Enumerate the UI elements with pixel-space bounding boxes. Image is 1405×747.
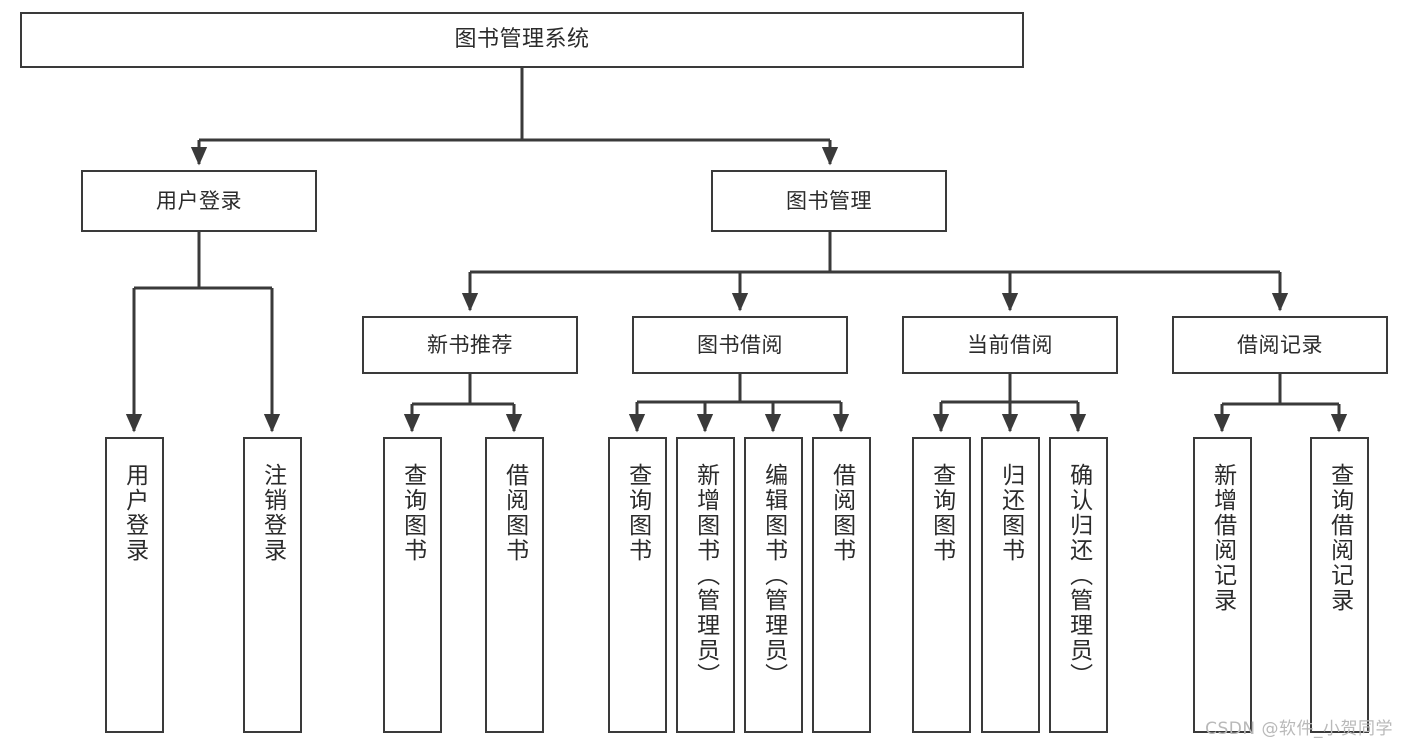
node-label: 用户登录 xyxy=(156,188,242,213)
node-label: 归还图书 xyxy=(997,463,1024,563)
node-label: 当前借阅 xyxy=(967,332,1053,357)
leaf-record-query-borrow-record[interactable]: 查询借阅记录 xyxy=(1310,437,1369,733)
leaf-borrow-edit-book-admin[interactable]: 编辑图书（管理员） xyxy=(744,437,803,733)
node-label: 查询图书 xyxy=(624,463,651,563)
node-label: 新增图书（管理员） xyxy=(692,463,719,688)
leaf-borrow-add-book-admin[interactable]: 新增图书（管理员） xyxy=(676,437,735,733)
leaf-current-query-books[interactable]: 查询图书 xyxy=(912,437,971,733)
node-label: 新书推荐 xyxy=(427,332,513,357)
node-root-system[interactable]: 图书管理系统 xyxy=(20,12,1024,68)
node-label: 图书管理 xyxy=(786,188,872,213)
node-label: 查询借阅记录 xyxy=(1326,463,1353,613)
node-label: 确认归还（管理员） xyxy=(1065,463,1092,688)
leaf-borrow-borrow-books[interactable]: 借阅图书 xyxy=(812,437,871,733)
node-label: 注销登录 xyxy=(259,463,286,563)
node-book-management[interactable]: 图书管理 xyxy=(711,170,947,232)
leaf-current-return-books[interactable]: 归还图书 xyxy=(981,437,1040,733)
leaf-user-login-login[interactable]: 用户登录 xyxy=(105,437,164,733)
node-user-login[interactable]: 用户登录 xyxy=(81,170,317,232)
node-label: 编辑图书（管理员） xyxy=(760,463,787,688)
node-label: 新增借阅记录 xyxy=(1209,463,1236,613)
node-label: 图书管理系统 xyxy=(454,27,590,53)
node-current-borrowing[interactable]: 当前借阅 xyxy=(902,316,1118,374)
node-label: 借阅记录 xyxy=(1237,332,1323,357)
node-label: 查询图书 xyxy=(399,463,426,563)
csdn-watermark: CSDN @软件_小贺同学 xyxy=(1205,719,1393,739)
node-book-borrowing[interactable]: 图书借阅 xyxy=(632,316,848,374)
leaf-user-login-logout[interactable]: 注销登录 xyxy=(243,437,302,733)
node-label: 用户登录 xyxy=(121,463,148,563)
leaf-new-book-borrow-books[interactable]: 借阅图书 xyxy=(485,437,544,733)
node-label: 查询图书 xyxy=(928,463,955,563)
node-label: 图书借阅 xyxy=(697,332,783,357)
leaf-borrow-query-books[interactable]: 查询图书 xyxy=(608,437,667,733)
node-label: 借阅图书 xyxy=(828,463,855,563)
node-label: 借阅图书 xyxy=(501,463,528,563)
node-new-book-recommendation[interactable]: 新书推荐 xyxy=(362,316,578,374)
node-borrow-records[interactable]: 借阅记录 xyxy=(1172,316,1388,374)
leaf-new-book-query-books[interactable]: 查询图书 xyxy=(383,437,442,733)
leaf-current-confirm-return-admin[interactable]: 确认归还（管理员） xyxy=(1049,437,1108,733)
leaf-record-add-borrow-record[interactable]: 新增借阅记录 xyxy=(1193,437,1252,733)
